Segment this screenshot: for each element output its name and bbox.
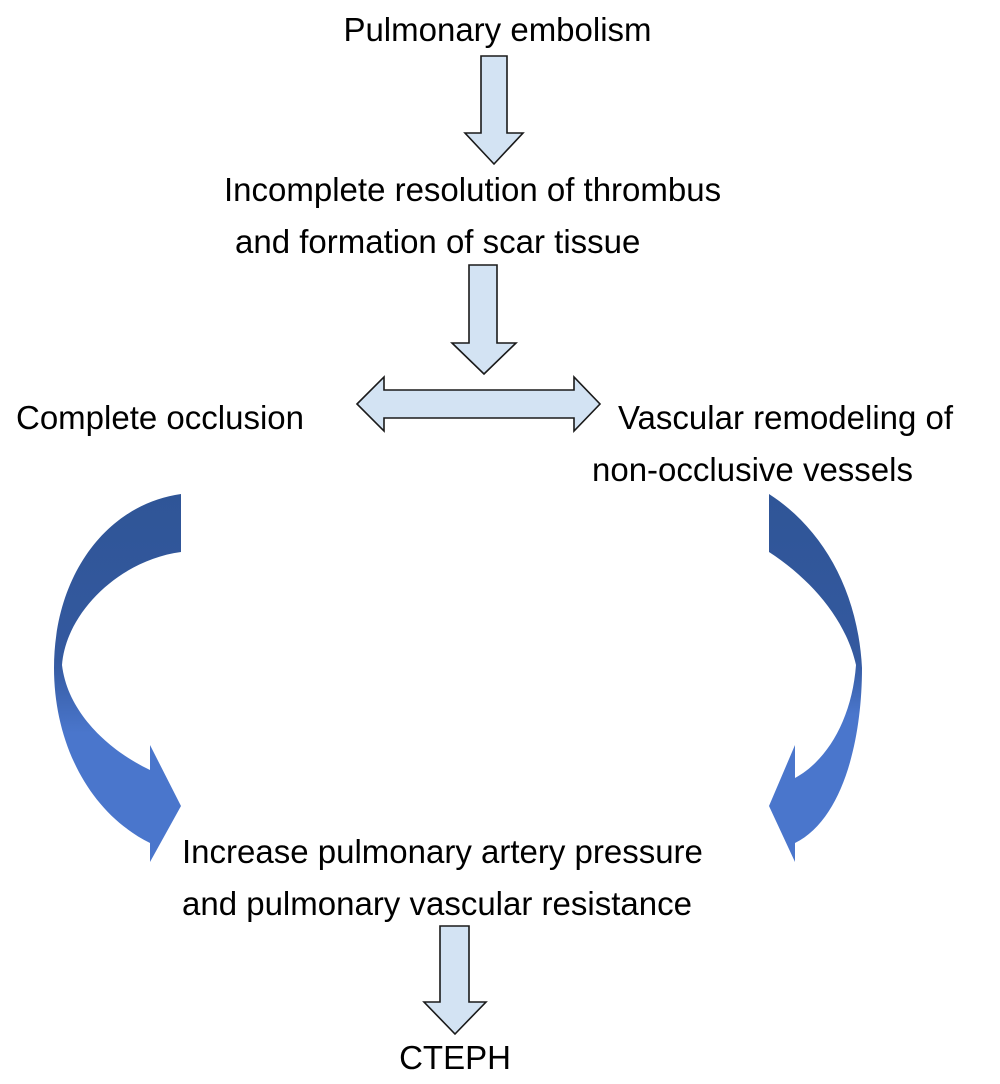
node-complete-occlusion-line-1: Complete occlusion [16, 399, 304, 436]
node-complete-occlusion: Complete occlusion [16, 392, 346, 444]
node-vascular-remodeling-line-1: Vascular remodeling of [618, 399, 954, 436]
down-arrow-3 [422, 925, 488, 1036]
double-arrow [355, 375, 602, 433]
node-pulmonary-embolism-line-1: Pulmonary embolism [343, 11, 652, 48]
node-incomplete-resolution-line-2: and formation of scar tissue [235, 223, 641, 260]
node-increase-pressure-line-1: Increase pulmonary artery pressure [182, 833, 703, 870]
node-incomplete-resolution: Incomplete resolution of thrombus and fo… [224, 164, 784, 268]
node-vascular-remodeling: Vascular remodeling of non-occlusive ves… [592, 392, 992, 496]
down-arrow-2 [450, 264, 518, 376]
node-vascular-remodeling-line-2: non-occlusive vessels [592, 451, 913, 488]
down-arrow-1 [463, 55, 525, 166]
curved-arrow-left [54, 494, 181, 862]
curved-arrow-right [769, 494, 862, 862]
node-cteph-line-1: CTEPH [399, 1039, 511, 1076]
node-increase-pressure-line-2: and pulmonary vascular resistance [182, 885, 692, 922]
node-cteph: CTEPH [355, 1032, 555, 1084]
node-increase-pressure: Increase pulmonary artery pressure and p… [182, 826, 762, 930]
node-incomplete-resolution-line-1: Incomplete resolution of thrombus [224, 171, 722, 208]
node-pulmonary-embolism: Pulmonary embolism [300, 4, 695, 56]
